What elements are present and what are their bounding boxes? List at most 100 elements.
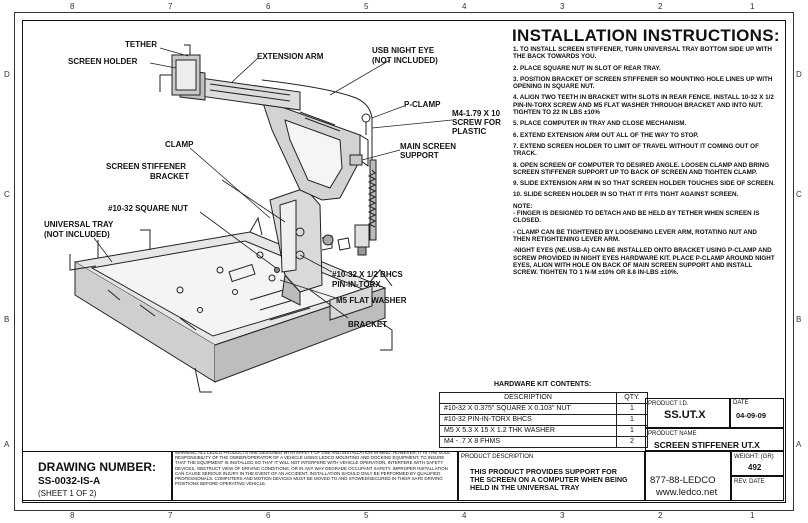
callout-screen-holder: SCREEN HOLDER: [68, 57, 138, 66]
callout-flat-washer: M5 FLAT WASHER: [336, 296, 407, 305]
zone-marker-bottom: 6: [266, 511, 271, 520]
inner-border: [22, 20, 786, 503]
zone-marker-right: D: [796, 70, 802, 79]
company-phone: 877-88-LEDCO: [650, 475, 716, 486]
zone-marker-top: 6: [266, 2, 271, 11]
product-description-text: THIS PRODUCT PROVIDES SUPPORT FOR THE SC…: [470, 467, 628, 492]
screen-holder-drawing: [159, 44, 201, 96]
zone-marker-top: 8: [70, 2, 75, 11]
date-value: 04-09-09: [736, 411, 767, 420]
table-cell: 1: [616, 403, 648, 415]
callout-extension-arm: EXTENSION ARM: [257, 52, 324, 61]
contact-box: [645, 451, 731, 501]
note-item: - CLAMP CAN BE TIGHTENED BY LOOSENING LE…: [513, 228, 757, 243]
product-id-value: SS.UT.X: [664, 409, 706, 421]
callout-bhcs-line-2: PIN-IN-TORX: [332, 280, 381, 289]
hardware-kit-table: DESCRIPTION QTY. #10-32 X 0.375" SQUARE …: [439, 392, 648, 448]
zone-marker-bottom: 7: [168, 511, 173, 520]
instruction-step: 8. OPEN SCREEN OF COMPUTER TO DESIRED AN…: [513, 161, 770, 176]
callout-m4-screw-line-3: PLASTIC: [452, 127, 487, 136]
zone-marker-bottom: 2: [658, 511, 663, 520]
warning-box: [172, 451, 458, 501]
drawing-number-value: SS-0032-IS-A: [38, 476, 101, 487]
table-cell: #10-32 PIN-IN-TORX BHCS: [439, 414, 617, 426]
product-id-label: PRODUCT I.D.: [648, 401, 689, 407]
safety-warning-text: WARNING: ALL LEDCO PRODUCTS ARE DESIGNED…: [175, 450, 451, 487]
weight-label: WEIGHT: (GR): [734, 454, 774, 460]
weight-box: [731, 451, 784, 476]
note-heading: NOTE:: [513, 202, 533, 210]
table-row: M5 X 5.3 X 15 X 1.2 THK WASHER 1: [439, 425, 648, 437]
table-cell: M4 - .7 X 8 FHMS: [439, 436, 617, 448]
callout-m4-screw-line-2: SCREW FOR: [452, 118, 501, 127]
column-header-qty: QTY.: [616, 392, 648, 404]
universal-tray-drawing: [69, 216, 393, 393]
callout-usb-night-eye-note: (NOT INCLUDED): [372, 56, 438, 65]
callout-bracket: BRACKET: [348, 320, 388, 329]
instruction-step: 1. TO INSTALL SCREEN STIFFENER, TURN UNI…: [513, 46, 772, 61]
callout-usb-night-eye: USB NIGHT EYE: [372, 46, 435, 55]
weight-value: 492: [748, 463, 762, 472]
callout-screen-stiffener-bracket: SCREEN STIFFENER: [106, 162, 187, 171]
date-label: DATE: [733, 400, 749, 406]
zone-marker-top: 5: [364, 2, 369, 11]
callout-bhcs: #10-32 X 1/2 BHCS: [332, 270, 403, 279]
instruction-step: 4. ALIGN TWO TEETH IN BRACKET WITH SLOTS…: [513, 94, 774, 117]
table-cell: #10-32 X 0.375" SQUARE X 0.103" NUT: [439, 403, 617, 415]
table-cell: 1: [616, 425, 648, 437]
zone-marker-top: 1: [750, 2, 755, 11]
zone-marker-bottom: 5: [364, 511, 369, 520]
column-header-description: DESCRIPTION: [439, 392, 617, 404]
product-name-label: PRODUCT NAME: [648, 431, 697, 437]
sheet-number: (SHEET 1 OF 2): [38, 489, 97, 498]
instructions-title: INSTALLATION INSTRUCTIONS:: [512, 26, 780, 45]
zone-marker-top: 4: [462, 2, 467, 11]
instruction-step: 9. SLIDE EXTENSION ARM IN SO THAT SCREEN…: [513, 180, 775, 188]
note-item: -NIGHT EYES (NE.USB-A) CAN BE INSTALLED …: [513, 247, 775, 277]
callout-clamp: CLAMP: [165, 140, 194, 149]
product-name-box: [645, 428, 784, 451]
table-cell: 2: [616, 436, 648, 448]
zone-marker-right: C: [796, 190, 802, 199]
table-cell: M5 X 5.3 X 15 X 1.2 THK WASHER: [439, 425, 617, 437]
note-item: - FINGER IS DESIGNED TO DETACH AND BE HE…: [513, 210, 760, 225]
zone-marker-bottom: 3: [560, 511, 565, 520]
zone-marker-left: D: [4, 70, 10, 79]
company-website: www.ledco.net: [656, 487, 718, 498]
callout-p-clamp: P-CLAMP: [404, 100, 441, 109]
zone-marker-bottom: 8: [70, 511, 75, 520]
callout-main-screen-support: MAIN SCREEN: [400, 142, 457, 151]
zone-marker-bottom: 1: [750, 511, 755, 520]
usb-night-eye-drawing: [261, 79, 377, 256]
product-name-value: SCREEN STIFFENER UT.X: [654, 440, 760, 450]
callout-screen-stiffener-bracket-line-2: BRACKET: [150, 172, 190, 181]
drawing-number-label: DRAWING NUMBER:: [38, 460, 156, 474]
zone-marker-right: B: [796, 315, 802, 324]
zone-marker-right: A: [796, 440, 802, 449]
table-row: #10-32 X 0.375" SQUARE X 0.103" NUT 1: [439, 403, 648, 415]
instructions-list: 1. TO INSTALL SCREEN STIFFENER, TURN UNI…: [513, 46, 775, 280]
instruction-step: 7. EXTEND SCREEN HOLDER TO LIMIT OF TRAV…: [513, 142, 759, 158]
zone-marker-bottom: 4: [462, 511, 467, 520]
zone-marker-top: 3: [560, 2, 565, 11]
callout-universal-tray-note: (NOT INCLUDED): [44, 230, 110, 239]
instruction-step: 2. PLACE SQUARE NUT IN SLOT OF REAR TRAY…: [513, 64, 661, 72]
callout-m4-screw-line-1: M4-1.79 X 10: [452, 109, 501, 118]
table-cell: 1: [616, 414, 648, 426]
hardware-kit-title: HARDWARE KIT CONTENTS:: [494, 381, 592, 388]
instruction-step: 5. PLACE COMPUTER IN TRAY AND CLOSE MECH…: [513, 120, 687, 128]
product-id-box: [645, 398, 730, 428]
zone-marker-left: A: [4, 440, 10, 449]
product-description-box: [458, 451, 645, 501]
product-description-label: PRODUCT DESCRIPTION: [461, 454, 534, 460]
callout-tether: TETHER: [125, 40, 157, 49]
table-header-row: DESCRIPTION QTY.: [439, 392, 648, 404]
drawing-number-box: [22, 451, 172, 501]
callout-universal-tray: UNIVERSAL TRAY: [44, 220, 114, 229]
instruction-step: 10. SLIDE SCREEN HOLDER IN SO THAT IT FI…: [513, 191, 739, 199]
zone-marker-top: 7: [168, 2, 173, 11]
instruction-step: 6. EXTEND EXTENSION ARM OUT ALL OF THE W…: [513, 131, 699, 139]
instruction-step: 3. POSITION BRACKET OF SCREEN STIFFENER …: [513, 75, 773, 91]
